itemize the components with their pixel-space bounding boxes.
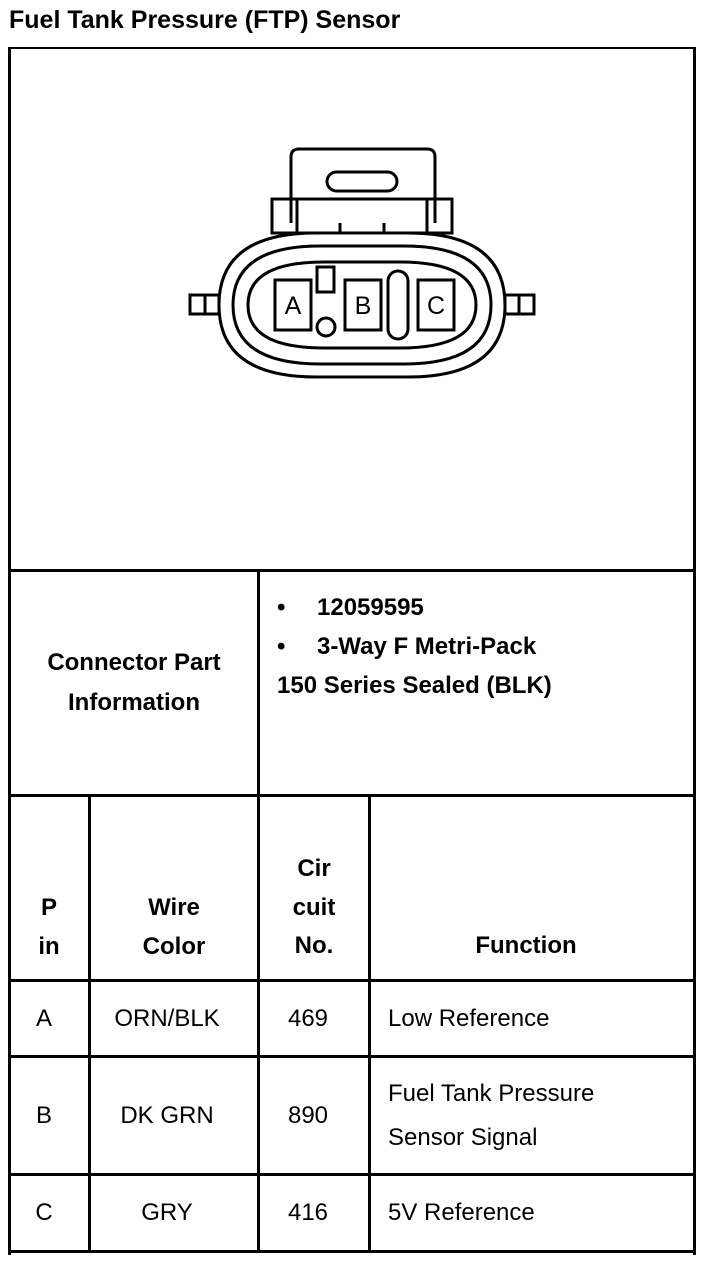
part-number: 12059595 (317, 594, 424, 621)
table-row-b-pin: B (35, 1102, 52, 1129)
header-circuit-line3: No. (294, 932, 334, 959)
divider (8, 1055, 696, 1058)
description-line1: 3-Way F Metri-Pack (317, 633, 537, 660)
page-title: Fuel Tank Pressure (FTP) Sensor (9, 6, 401, 34)
outer-frame (8, 47, 696, 1255)
table-row-a-circuit: 469 (287, 1005, 329, 1032)
part-number-row: • 12059595 (277, 588, 552, 627)
connector-figure: A B C (10, 49, 694, 571)
divider (368, 796, 371, 1253)
table-row-b-function-line1: Fuel Tank Pressure (388, 1080, 595, 1107)
divider (8, 569, 696, 572)
divider (8, 979, 696, 982)
header-pin-line2: in (38, 932, 60, 960)
table-row-b-function: Fuel Tank Pressure Sensor Signal (388, 1072, 688, 1160)
table-row-c-circuit: 416 (287, 1199, 329, 1226)
divider (8, 1173, 696, 1176)
connector-part-label-line2: Information (68, 689, 200, 716)
divider (88, 796, 91, 1253)
header-circuit: Cir cuit No. (260, 850, 368, 966)
table-row-b-wire-color: DK GRN (120, 1102, 214, 1129)
divider (257, 571, 260, 1253)
header-pin: P in (10, 889, 88, 966)
connector-part-label: Connector Part Information (10, 571, 258, 795)
table-row-a-function: Low Reference (388, 1005, 550, 1032)
table-row-c-pin: C (35, 1199, 53, 1226)
table-row-b-function-line2: Sensor Signal (388, 1124, 538, 1151)
description-row: • 3-Way F Metri-Pack (277, 627, 552, 666)
connector-part-label-line1: Connector Part (47, 649, 221, 676)
table-row-a-wire-color: ORN/BLK (114, 1005, 220, 1032)
table-row-c-function: 5V Reference (388, 1199, 535, 1226)
description-row-2: 150 Series Sealed (BLK) (277, 666, 552, 705)
header-function: Function (371, 927, 681, 966)
table-row-a-pin: A (35, 1005, 52, 1032)
header-function-label: Function (475, 932, 577, 959)
header-circuit-line2: cuit (292, 893, 336, 921)
pin-label-a: A (285, 292, 302, 320)
divider (8, 794, 696, 797)
bullet-icon: • (277, 594, 286, 621)
divider (8, 1250, 696, 1253)
header-wire-color-line1: Wire (148, 894, 200, 921)
header-circuit-line1: Cir (297, 855, 331, 882)
header-wire-color: Wire Color (91, 889, 257, 966)
table-row-b-circuit: 890 (287, 1102, 329, 1129)
pin-label-b: B (355, 292, 372, 320)
pin-label-c: C (427, 292, 445, 320)
header-wire-color-line2: Color (142, 932, 206, 960)
description-line2: 150 Series Sealed (BLK) (277, 672, 552, 699)
table-row-c-wire-color: GRY (141, 1199, 193, 1226)
connector-face-diagram-icon: A B C (188, 147, 536, 379)
connector-part-info: • 12059595 • 3-Way F Metri-Pack 150 Series… (277, 588, 552, 705)
bullet-icon: • (277, 633, 286, 660)
header-pin-line1: P (40, 894, 57, 921)
